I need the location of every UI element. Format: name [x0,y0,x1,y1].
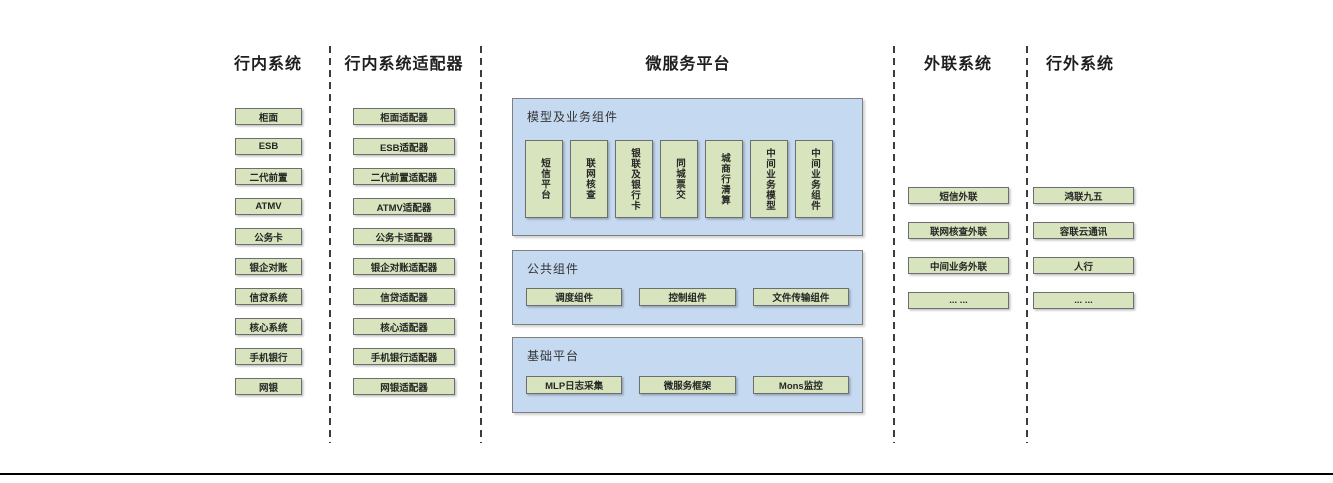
common-component-box: 调度组件 [526,288,623,306]
external-link-system-box: ... ... [908,292,1009,309]
common-components-row: 调度组件控制组件文件传输组件 [526,288,849,306]
internal-system-box: 信贷系统 [235,288,302,305]
adapter-systems-list: 柜面适配器 ESB适配器二代前置适配器 ATMV适配器公务卡适配器银企对账适配器信贷… [353,108,455,395]
internal-system-box: 公务卡 [235,228,302,245]
internal-system-box: 核心系统 [235,318,302,335]
model-component-box: 银联及银行卡 [615,140,653,218]
panel-base-platform: 基础平台 MLP日志采集微服务框架 Mons监控 [512,337,863,413]
outside-systems-list: 鸿联九五容联云通讯人行 ... ... [1033,187,1134,309]
adapter-system-box: 网银适配器 [353,378,455,395]
adapter-system-box: 手机银行适配器 [353,348,455,365]
header-microservice-platform: 微服务平台 [645,56,731,73]
adapter-system-box: 核心适配器 [353,318,455,335]
internal-system-box: ATMV [235,198,302,215]
divider-4 [1026,46,1028,443]
common-component-box: 控制组件 [639,288,736,306]
common-component-box: 文件传输组件 [752,288,849,306]
bottom-rule [0,473,1333,475]
header-adapter-systems: 行内系统适配器 [344,56,464,73]
outside-system-box: 鸿联九五 [1033,187,1134,204]
base-platform-box: 微服务框架 [639,376,736,394]
internal-system-box: 柜面 [235,108,302,125]
adapter-system-box: 二代前置适配器 [353,168,455,185]
internal-systems-list: 柜面 ESB 二代前置 ATMV 公务卡银企对账信贷系统核心系统手机银行网银 [235,108,302,395]
outside-system-box: 容联云通讯 [1033,222,1134,239]
internal-system-box: 手机银行 [235,348,302,365]
panel-model-components: 模型及业务组件 短信平台联网核查银联及银行卡同城票交城商行清算中间业务模型中间业… [512,98,863,236]
base-platform-row: MLP日志采集微服务框架 Mons监控 [526,376,849,394]
panel-common-components: 公共组件 调度组件控制组件文件传输组件 [512,250,863,325]
model-component-box: 短信平台 [525,140,563,218]
divider-2 [480,46,482,443]
adapter-system-box: 柜面适配器 [353,108,455,125]
internal-system-box: 银企对账 [235,258,302,275]
base-platform-box: MLP日志采集 [526,376,623,394]
divider-1 [329,46,331,443]
outside-system-box: 人行 [1033,257,1134,274]
panel-common-title: 公共组件 [527,262,580,276]
external-link-system-box: 联网核查外联 [908,222,1009,239]
internal-system-box: 二代前置 [235,168,302,185]
internal-system-box: ESB [235,138,302,155]
panel-model-title: 模型及业务组件 [527,110,619,124]
model-component-box: 城商行清算 [705,140,743,218]
internal-system-box: 网银 [235,378,302,395]
adapter-system-box: 银企对账适配器 [353,258,455,275]
model-component-box: 联网核查 [570,140,608,218]
header-outside-systems: 行外系统 [1045,56,1114,73]
outside-system-box: ... ... [1033,292,1134,309]
model-component-box: 同城票交 [660,140,698,218]
adapter-system-box: ATMV适配器 [353,198,455,215]
external-link-system-box: 短信外联 [908,187,1009,204]
base-platform-box: Mons监控 [752,376,849,394]
model-component-box: 中间业务模型 [750,140,788,218]
model-components-row: 短信平台联网核查银联及银行卡同城票交城商行清算中间业务模型中间业务组件 [525,140,833,218]
header-external-link-systems: 外联系统 [923,56,992,73]
adapter-system-box: 信贷适配器 [353,288,455,305]
header-internal-systems: 行内系统 [233,56,302,73]
adapter-system-box: 公务卡适配器 [353,228,455,245]
external-link-systems-list: 短信外联联网核查外联中间业务外联 ... ... [908,187,1009,309]
panel-base-title: 基础平台 [527,349,580,363]
external-link-system-box: 中间业务外联 [908,257,1009,274]
divider-3 [893,46,895,443]
model-component-box: 中间业务组件 [795,140,833,218]
adapter-system-box: ESB适配器 [353,138,455,155]
